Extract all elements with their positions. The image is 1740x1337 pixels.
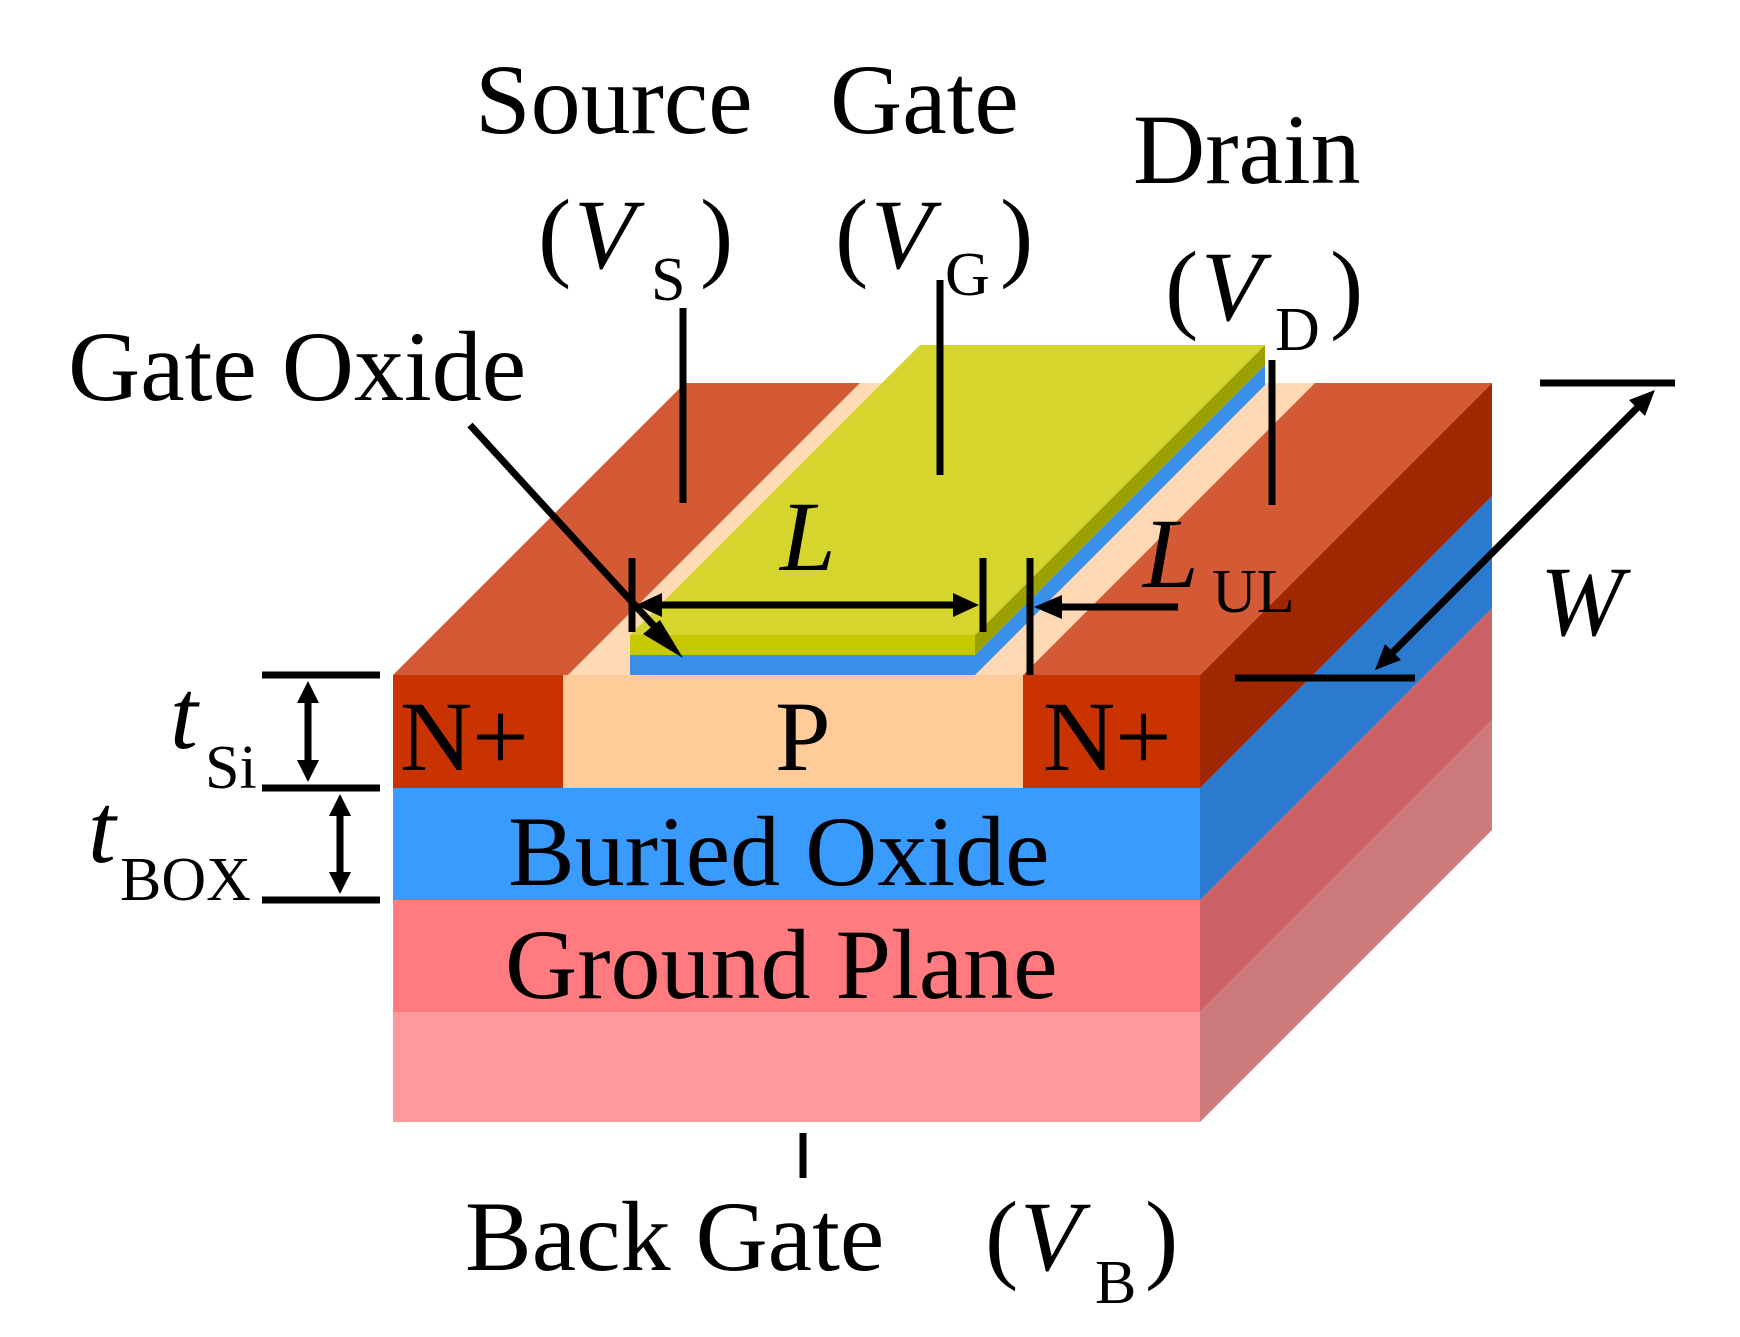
substrate-side-face bbox=[1200, 720, 1492, 1122]
drain-top-face bbox=[1023, 383, 1492, 675]
underlap-arrowhead bbox=[1034, 595, 1062, 619]
back-gate-voltage-subscript: B bbox=[1095, 1249, 1136, 1317]
ground-plane-side-face bbox=[1200, 608, 1492, 1012]
source-voltage-close-paren: ) bbox=[700, 179, 733, 290]
drain-voltage-subscript: D bbox=[1275, 296, 1320, 364]
gate-voltage-close-paren: ) bbox=[1000, 179, 1033, 290]
gate-electrode-side bbox=[975, 345, 1265, 655]
gate-voltage-symbol: V bbox=[871, 179, 942, 290]
back-gate-voltage-close-paren: ) bbox=[1145, 1181, 1178, 1292]
gate-oxide-label: Gate Oxide bbox=[68, 311, 526, 422]
width-label: W bbox=[1540, 546, 1631, 657]
tbox-top-arrowhead bbox=[329, 794, 351, 816]
n-plus-drain-front bbox=[1023, 675, 1200, 788]
gate-oxide-front bbox=[630, 655, 975, 675]
gate-oxide-arrowhead bbox=[643, 620, 683, 658]
tsi-subscript: Si bbox=[205, 734, 257, 802]
tbox-bottom-arrowhead bbox=[329, 872, 351, 894]
back-gate-voltage-symbol: V bbox=[1020, 1181, 1091, 1292]
length-label: L bbox=[778, 481, 836, 592]
n-plus-drain-side-face bbox=[1200, 383, 1492, 788]
back-gate-label: Back Gate bbox=[465, 1181, 884, 1292]
drain-label: Drain bbox=[1133, 94, 1361, 205]
tbox-symbol: t bbox=[88, 773, 118, 884]
gate-electrode-front bbox=[630, 635, 975, 655]
buried-oxide-side-face bbox=[1200, 496, 1492, 900]
drain-voltage-symbol: V bbox=[1201, 231, 1272, 342]
substrate-front bbox=[393, 1012, 1200, 1122]
length-left-arrowhead bbox=[636, 593, 662, 617]
gate-label: Gate bbox=[830, 44, 1019, 155]
source-voltage-symbol: V bbox=[574, 179, 645, 290]
gate-oxide-side bbox=[975, 365, 1265, 675]
arrowheads bbox=[297, 390, 1655, 894]
tsi-bottom-arrowhead bbox=[297, 760, 319, 782]
channel-region-label: P bbox=[775, 681, 831, 792]
underlap-length-symbol: L bbox=[1141, 498, 1199, 609]
gate-voltage-subscript: G bbox=[945, 241, 990, 309]
source-region-label: N+ bbox=[400, 681, 529, 792]
annotation-lines bbox=[262, 280, 1675, 1178]
width-dimension-line bbox=[1382, 397, 1648, 663]
underlap-length-subscript: UL bbox=[1212, 558, 1295, 626]
source-voltage-open-paren: ( bbox=[538, 179, 571, 290]
tsi-symbol: t bbox=[170, 659, 200, 770]
tbox-subscript: BOX bbox=[120, 846, 251, 914]
drain-voltage-close-paren: ) bbox=[1330, 231, 1363, 342]
ground-plane-label: Ground Plane bbox=[505, 909, 1058, 1020]
gate-electrode-top bbox=[630, 345, 1265, 635]
p-channel-front bbox=[563, 675, 1023, 788]
buried-oxide-label: Buried Oxide bbox=[508, 796, 1050, 907]
gate-voltage-open-paren: ( bbox=[835, 179, 868, 290]
n-plus-source-front bbox=[393, 675, 563, 788]
buried-oxide-front bbox=[393, 788, 1200, 900]
drain-voltage-open-paren: ( bbox=[1165, 231, 1198, 342]
source-voltage-subscript: S bbox=[651, 246, 685, 314]
source-top-face bbox=[393, 383, 860, 675]
source-label: Source bbox=[475, 44, 753, 155]
tsi-top-arrowhead bbox=[297, 681, 319, 703]
length-right-arrowhead bbox=[953, 593, 979, 617]
width-bottom-arrowhead bbox=[1375, 644, 1401, 670]
ground-plane-front bbox=[393, 900, 1200, 1012]
width-top-arrowhead bbox=[1629, 390, 1655, 416]
drain-region-label: N+ bbox=[1043, 681, 1172, 792]
back-gate-voltage-open-paren: ( bbox=[985, 1181, 1018, 1292]
